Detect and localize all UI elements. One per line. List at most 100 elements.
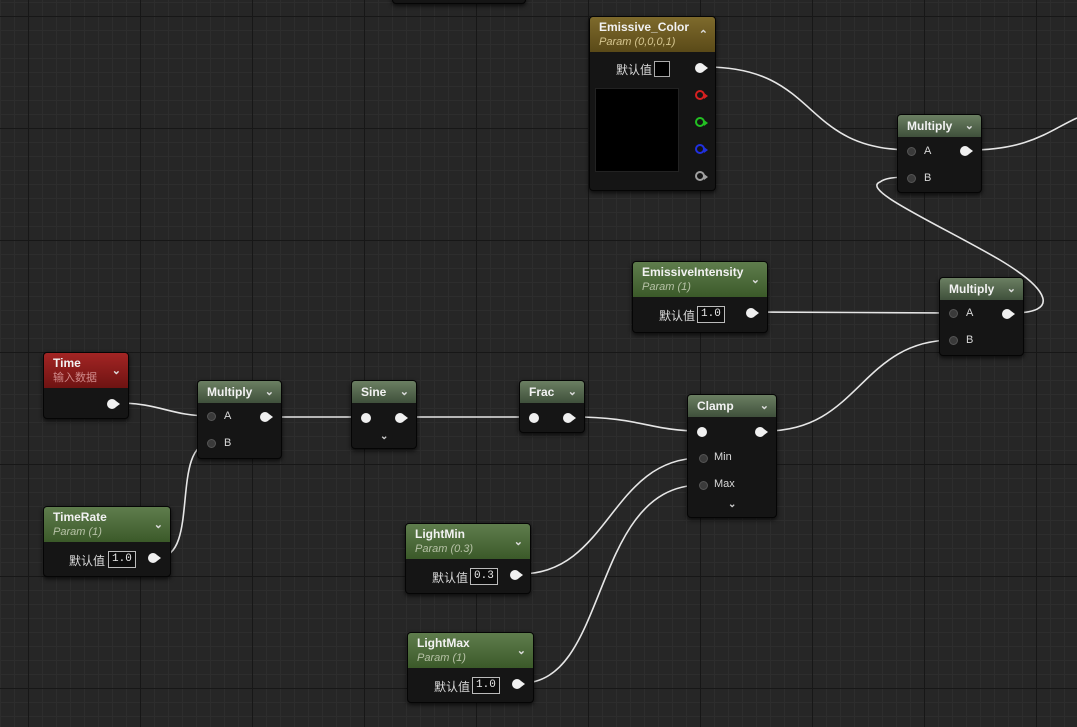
sine-node[interactable]: Sine ⌄ ⌄: [351, 380, 417, 449]
node-header[interactable]: Multiply ⌄: [198, 381, 281, 403]
emissive-intensity-node[interactable]: EmissiveIntensity Param (1) ⌄ 默认值 1.0: [632, 261, 768, 333]
blue-output-pin[interactable]: [695, 144, 708, 154]
input-pin-b[interactable]: [207, 439, 216, 448]
wire-lightmax-to-clamp-max: [521, 484, 702, 684]
wire-multiply-top-to-offscreen: [968, 117, 1077, 151]
output-pin[interactable]: [148, 553, 161, 563]
chevron-down-icon[interactable]: ⌄: [759, 400, 769, 412]
node-title: Time: [53, 356, 81, 370]
color-swatch[interactable]: [654, 61, 670, 77]
node-title: LightMin: [415, 527, 465, 541]
red-output-pin[interactable]: [695, 90, 708, 100]
input-pin-b[interactable]: [907, 174, 916, 183]
chevron-down-icon[interactable]: ⌄: [964, 120, 974, 132]
multiply-time-node[interactable]: Multiply ⌄ A B: [197, 380, 282, 459]
pin-label-a: A: [224, 410, 232, 422]
wire-lightmin-to-clamp-min: [519, 457, 702, 575]
node-header[interactable]: EmissiveIntensity Param (1) ⌄: [633, 262, 767, 297]
node-header[interactable]: Sine ⌄: [352, 381, 416, 403]
pin-label-max: Max: [714, 478, 735, 490]
rgb-output-pin[interactable]: [695, 63, 708, 73]
lightmin-node[interactable]: LightMin Param (0.3) ⌄ 默认值 0.3: [405, 523, 531, 594]
node-header[interactable]: LightMax Param (1) ⌄: [408, 633, 533, 668]
chevron-down-icon[interactable]: ⌄: [516, 644, 526, 657]
output-pin[interactable]: [510, 570, 523, 580]
chevron-down-icon[interactable]: ⌄: [264, 386, 274, 398]
green-output-pin[interactable]: [695, 117, 708, 127]
node-subtitle: Param (0.3): [415, 543, 474, 555]
collapse-icon[interactable]: ⌃: [698, 28, 708, 41]
input-pin[interactable]: [529, 413, 539, 423]
output-pin[interactable]: [746, 308, 759, 318]
wire-clamp-to-multiply-right-b: [765, 339, 954, 432]
node-title: Multiply: [949, 282, 995, 296]
value-field[interactable]: 1.0: [697, 306, 725, 323]
node-title: Sine: [361, 385, 387, 399]
expand-icon[interactable]: ⌄: [380, 431, 389, 442]
alpha-output-pin[interactable]: [695, 171, 708, 181]
emissive-color-node[interactable]: Emissive_Color Param (0,0,0,1) ⌃ 默认值: [589, 16, 716, 191]
input-pin-b[interactable]: [949, 336, 958, 345]
chevron-down-icon[interactable]: ⌄: [153, 518, 163, 531]
output-pin[interactable]: [1002, 309, 1015, 319]
node-subtitle: 输入数据: [53, 372, 97, 384]
value-field[interactable]: 1.0: [472, 677, 500, 694]
chevron-down-icon[interactable]: ⌄: [1006, 283, 1016, 295]
wire-multiply-right-to-multiply-top-b: [876, 176, 1044, 314]
node-subtitle: Param (1): [417, 652, 466, 664]
multiply-right-node[interactable]: Multiply ⌄ A B: [939, 277, 1024, 356]
time-node[interactable]: Time 输入数据 ⌄: [43, 352, 129, 419]
multiply-top-node[interactable]: Multiply ⌄ A B: [897, 114, 982, 193]
wire-emissive-to-multiply-top-a: [705, 66, 912, 151]
output-pin[interactable]: [563, 413, 576, 423]
output-pin[interactable]: [512, 679, 525, 689]
output-pin[interactable]: [260, 412, 273, 422]
node-header[interactable]: TimeRate Param (1) ⌄: [44, 507, 170, 542]
chevron-down-icon[interactable]: ⌄: [513, 535, 523, 548]
pin-label-b: B: [966, 334, 974, 346]
default-value-label: 默认值: [616, 63, 653, 77]
chevron-down-icon[interactable]: ⌄: [399, 386, 409, 398]
pin-label-b: B: [224, 437, 232, 449]
timerate-node[interactable]: TimeRate Param (1) ⌄ 默认值 1.0: [43, 506, 171, 577]
input-pin-min[interactable]: [699, 454, 708, 463]
input-pin-a[interactable]: [907, 147, 916, 156]
input-pin[interactable]: [697, 427, 707, 437]
output-pin[interactable]: [960, 146, 973, 156]
lightmax-node[interactable]: LightMax Param (1) ⌄ 默认值 1.0: [407, 632, 534, 703]
offscreen-node[interactable]: [392, 0, 526, 4]
node-header[interactable]: Multiply ⌄: [898, 115, 981, 137]
chevron-down-icon[interactable]: ⌄: [111, 364, 121, 377]
default-value-label: 默认值: [659, 309, 696, 323]
value-field[interactable]: 1.0: [108, 551, 136, 568]
output-pin[interactable]: [107, 399, 120, 409]
default-value-label: 默认值: [432, 571, 469, 585]
node-subtitle: Param (1): [642, 281, 691, 293]
chevron-down-icon[interactable]: ⌄: [567, 386, 577, 398]
node-header[interactable]: Multiply ⌄: [940, 278, 1023, 300]
chevron-down-icon[interactable]: ⌄: [750, 273, 760, 286]
input-pin[interactable]: [361, 413, 371, 423]
wire-intensity-to-multiply-right-a: [755, 311, 954, 314]
node-header[interactable]: Frac ⌄: [520, 381, 584, 403]
node-header[interactable]: Emissive_Color Param (0,0,0,1) ⌃: [590, 17, 715, 52]
node-title: Multiply: [907, 119, 953, 133]
output-pin[interactable]: [395, 413, 408, 423]
frac-node[interactable]: Frac ⌄: [519, 380, 585, 433]
node-title: TimeRate: [53, 510, 107, 524]
pin-label-min: Min: [714, 451, 732, 463]
output-pin[interactable]: [755, 427, 768, 437]
node-title: EmissiveIntensity: [642, 265, 744, 279]
node-header[interactable]: LightMin Param (0.3) ⌄: [406, 524, 530, 559]
input-pin-a[interactable]: [949, 309, 958, 318]
color-preview: [595, 88, 679, 172]
value-field[interactable]: 0.3: [470, 568, 498, 585]
clamp-node[interactable]: Clamp ⌄ Min Max ⌄: [687, 394, 777, 518]
node-header[interactable]: Clamp ⌄: [688, 395, 776, 417]
default-value-label: 默认值: [69, 554, 106, 568]
node-header[interactable]: Time 输入数据 ⌄: [44, 353, 128, 388]
input-pin-a[interactable]: [207, 412, 216, 421]
expand-icon[interactable]: ⌄: [728, 499, 737, 510]
input-pin-max[interactable]: [699, 481, 708, 490]
